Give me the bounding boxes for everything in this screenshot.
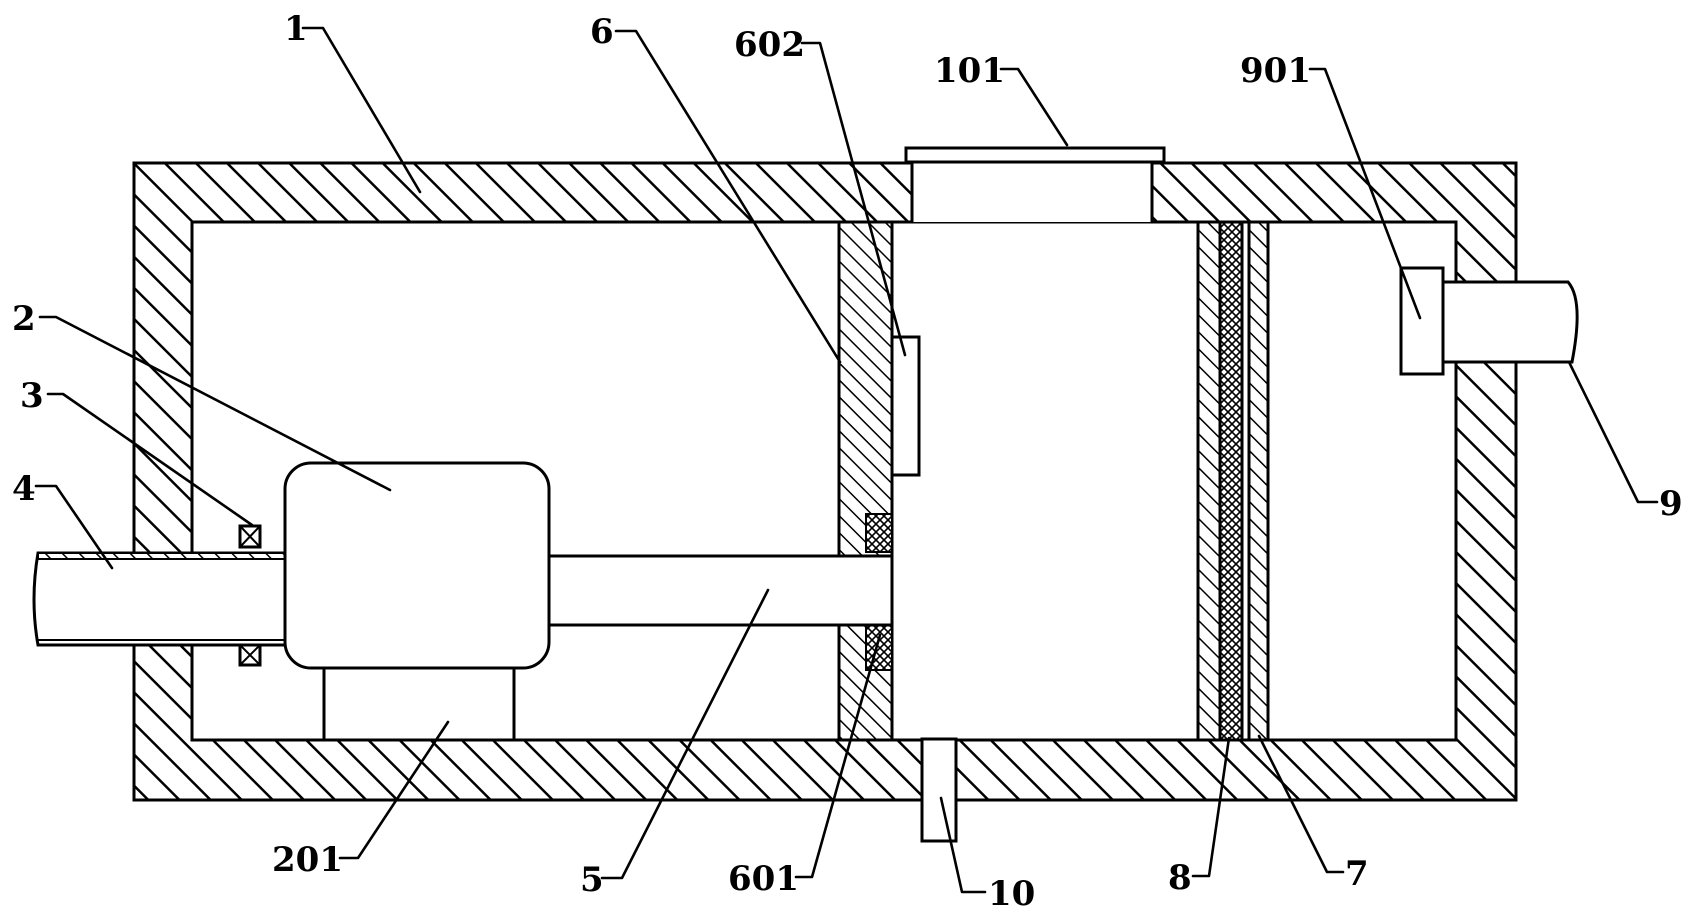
label-5: 5: [580, 860, 604, 900]
flange-3: [238, 524, 262, 667]
partition-wall-6: [837, 220, 894, 742]
drain-pipe-10: [920, 737, 958, 843]
label-601: 601: [728, 859, 799, 899]
label-10: 10: [988, 874, 1035, 914]
motor-2: [283, 461, 551, 670]
label-6: 6: [590, 12, 614, 52]
shaft-5: [547, 554, 894, 627]
outlet-pipe-9: [1399, 266, 1579, 376]
label-8: 8: [1168, 858, 1192, 898]
label-201: 201: [272, 840, 343, 880]
label-602: 602: [734, 25, 805, 65]
label-901: 901: [1240, 51, 1311, 91]
label-3: 3: [20, 376, 44, 416]
label-101: 101: [934, 51, 1005, 91]
filter-layers-7-8: [1196, 220, 1270, 742]
top-cover-101: [904, 146, 1166, 222]
label-9: 9: [1659, 484, 1683, 524]
block-602: [890, 335, 921, 477]
reference-labels: 1 2 3 4 6 602 101 901 9 201 5 601 10 8 7: [12, 9, 1683, 914]
label-2: 2: [12, 299, 36, 339]
base-201: [322, 667, 516, 740]
leader-lines: [34, 26, 1659, 894]
inlet-pipe-4: [32, 551, 294, 647]
label-7: 7: [1345, 854, 1369, 894]
label-4: 4: [12, 469, 36, 509]
label-1: 1: [284, 9, 308, 49]
